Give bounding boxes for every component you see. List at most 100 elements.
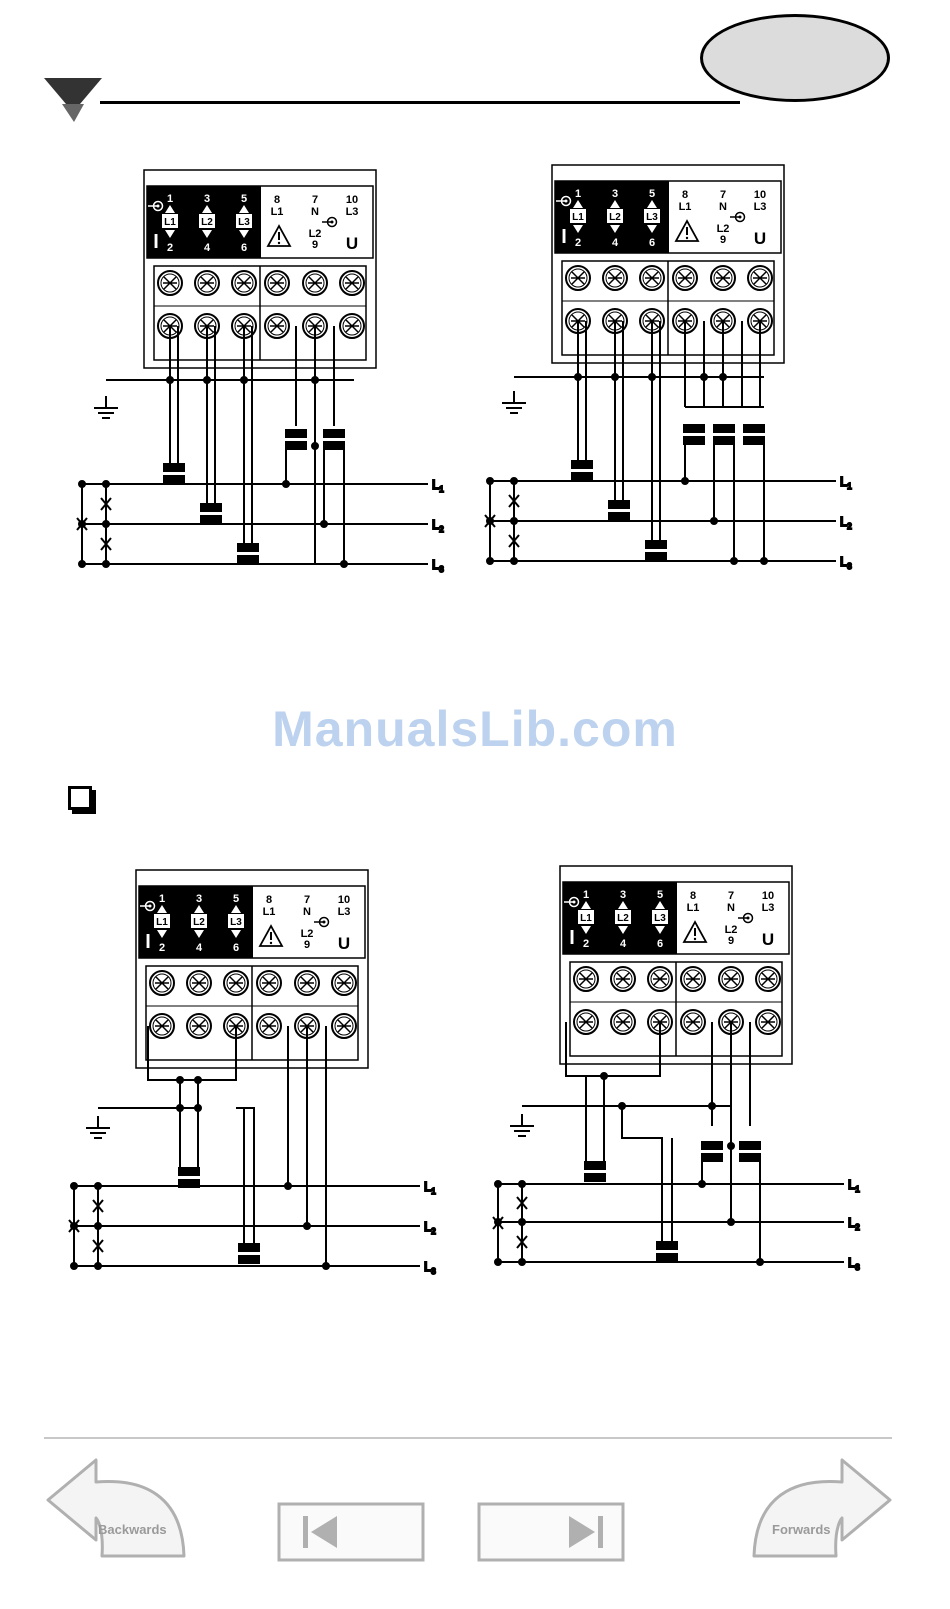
terminal-label: 10 <box>762 890 774 902</box>
current-symbol: I <box>153 231 159 253</box>
terminal-label: 8 <box>266 894 272 906</box>
terminal-label: 9 <box>312 239 318 251</box>
current-transformer-icon <box>714 425 734 432</box>
terminal-label: L2 <box>609 212 621 223</box>
terminal-label: 5 <box>649 188 655 200</box>
terminal-label: L1 <box>679 201 692 213</box>
screw-terminal-icon <box>719 967 743 991</box>
line-l1-label: L1 <box>840 474 852 491</box>
terminal-label: 2 <box>159 942 165 954</box>
current-transformer-icon <box>740 1142 760 1149</box>
terminal-label: L1 <box>263 906 276 918</box>
current-transformer-icon <box>684 425 704 432</box>
screw-terminal-icon <box>748 266 772 290</box>
checkbox-icon <box>68 786 92 810</box>
wire <box>236 1108 254 1244</box>
line-l3-subscript: 3 <box>439 565 444 574</box>
screw-terminal-icon <box>265 271 289 295</box>
line-l2-label: L2 <box>424 1219 436 1236</box>
terminal-label: 3 <box>204 193 210 205</box>
junction-dot <box>728 1219 734 1225</box>
current-transformer-icon <box>179 1168 199 1175</box>
screw-terminal-icon <box>648 967 672 991</box>
screw-terminal-icon <box>332 1014 356 1038</box>
terminal-label: 9 <box>720 234 726 246</box>
terminal-label: 7 <box>312 194 318 206</box>
junction-dot <box>709 1103 715 1109</box>
line-l1-subscript: 1 <box>855 1185 860 1194</box>
current-transformer-icon <box>286 430 306 437</box>
screw-terminal-icon <box>332 971 356 995</box>
current-transformer-icon <box>585 1174 605 1181</box>
line-l2-subscript: 2 <box>439 525 444 534</box>
plug-center <box>565 200 568 203</box>
line-l3-subscript: 3 <box>431 1267 436 1276</box>
wire <box>586 1076 604 1162</box>
screw-terminal-icon <box>187 971 211 995</box>
screw-terminal-icon <box>257 971 281 995</box>
screw-terminal-icon <box>681 967 705 991</box>
ground-icon <box>510 1114 534 1136</box>
backwards-button[interactable]: Backwards <box>44 1456 188 1560</box>
terminal-label: 2 <box>167 242 173 254</box>
voltage-symbol: U <box>754 229 766 248</box>
voltage-symbol: U <box>338 934 350 953</box>
terminal-label: 8 <box>682 189 688 201</box>
screw-terminal-icon <box>295 971 319 995</box>
terminal-label: 5 <box>233 893 239 905</box>
junction-dot <box>701 374 707 380</box>
terminal-label: 1 <box>583 889 589 901</box>
screw-terminal-icon <box>681 1010 705 1034</box>
current-transformer-icon <box>572 461 592 468</box>
line-l3-subscript: 3 <box>855 1263 860 1272</box>
terminal-label: 10 <box>338 894 350 906</box>
screw-terminal-icon <box>603 266 627 290</box>
screw-terminal-icon <box>756 967 780 991</box>
terminal-label: 10 <box>754 189 766 201</box>
junction-dot <box>720 374 726 380</box>
terminal-label: N <box>311 206 319 218</box>
terminal-label: 8 <box>274 194 280 206</box>
current-transformer-icon <box>609 501 629 508</box>
terminal-label: L1 <box>156 917 168 928</box>
current-transformer-icon <box>714 437 734 444</box>
line-l1-label: L1 <box>424 1179 436 1196</box>
current-transformer-icon <box>164 464 184 471</box>
screw-terminal-icon <box>257 1014 281 1038</box>
junction-dot <box>323 1263 329 1269</box>
wire <box>685 444 764 561</box>
last-page-button[interactable] <box>477 1502 625 1562</box>
terminal-label: L3 <box>338 906 351 918</box>
current-symbol: I <box>561 226 567 248</box>
screw-terminal-icon <box>195 271 219 295</box>
plug-center <box>573 901 576 904</box>
current-transformer-icon <box>585 1162 605 1169</box>
current-transformer-icon <box>286 442 306 449</box>
junction-dot <box>731 558 737 564</box>
line-l3-label: L3 <box>840 554 852 571</box>
current-transformer-icon <box>657 1242 677 1249</box>
line-l2-label: L2 <box>432 517 444 534</box>
screw-terminal-icon <box>566 266 590 290</box>
terminal-label: 4 <box>204 242 211 254</box>
line-l2-label: L2 <box>840 514 852 531</box>
current-transformer-icon <box>324 430 344 437</box>
terminal-label: 9 <box>304 939 310 951</box>
terminal-label: 6 <box>657 938 663 950</box>
terminal-label: L2 <box>617 913 629 924</box>
terminal-label: 5 <box>657 889 663 901</box>
forwards-button[interactable]: Forwards <box>750 1456 894 1560</box>
junction-dot <box>304 1223 310 1229</box>
terminal-label: L1 <box>164 217 176 228</box>
first-page-button[interactable] <box>277 1502 425 1562</box>
plug-center <box>331 221 334 224</box>
terminal-label: L3 <box>646 212 658 223</box>
junction-dot <box>321 521 327 527</box>
terminal-label: 1 <box>159 893 165 905</box>
terminal-label: 1 <box>575 188 581 200</box>
line-l2-subscript: 2 <box>855 1223 860 1232</box>
current-transformer-icon <box>201 504 221 511</box>
plug-center <box>739 216 742 219</box>
